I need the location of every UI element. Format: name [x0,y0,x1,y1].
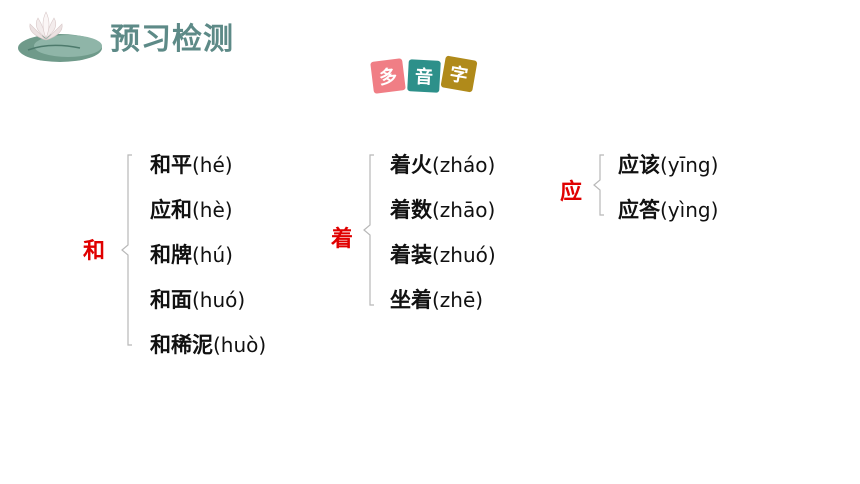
list-item: 和面(huó) [150,288,246,312]
head-character: 着 [331,227,354,252]
head-character: 应 [560,180,583,205]
list-item: 坐着(zhē) [390,288,484,312]
brace-icon [363,154,374,306]
list-item: 应答(yìng) [618,198,719,222]
list-item: 应该(yīng) [618,153,719,177]
badge-tile: 音 [407,59,441,93]
lotus-leaf-icon [18,11,102,62]
list-item: 着装(zhuó) [390,243,496,267]
list-item: 和牌(hú) [150,243,233,267]
polyphone-badge: 多 音 字 [370,55,478,94]
list-item: 应和(hè) [150,198,233,222]
list-item: 和平(hé) [150,153,233,177]
badge-tile: 多 [370,58,406,94]
page-title: 预习检测 [110,22,234,57]
list-item: 和稀泥(huò) [150,333,267,357]
brace-icon [121,154,132,346]
head-character: 和 [83,239,106,264]
badge-tile: 字 [440,55,478,93]
list-item: 着数(zhāo) [390,198,496,222]
brace-icon [593,154,604,216]
list-item: 着火(zháo) [390,153,496,177]
